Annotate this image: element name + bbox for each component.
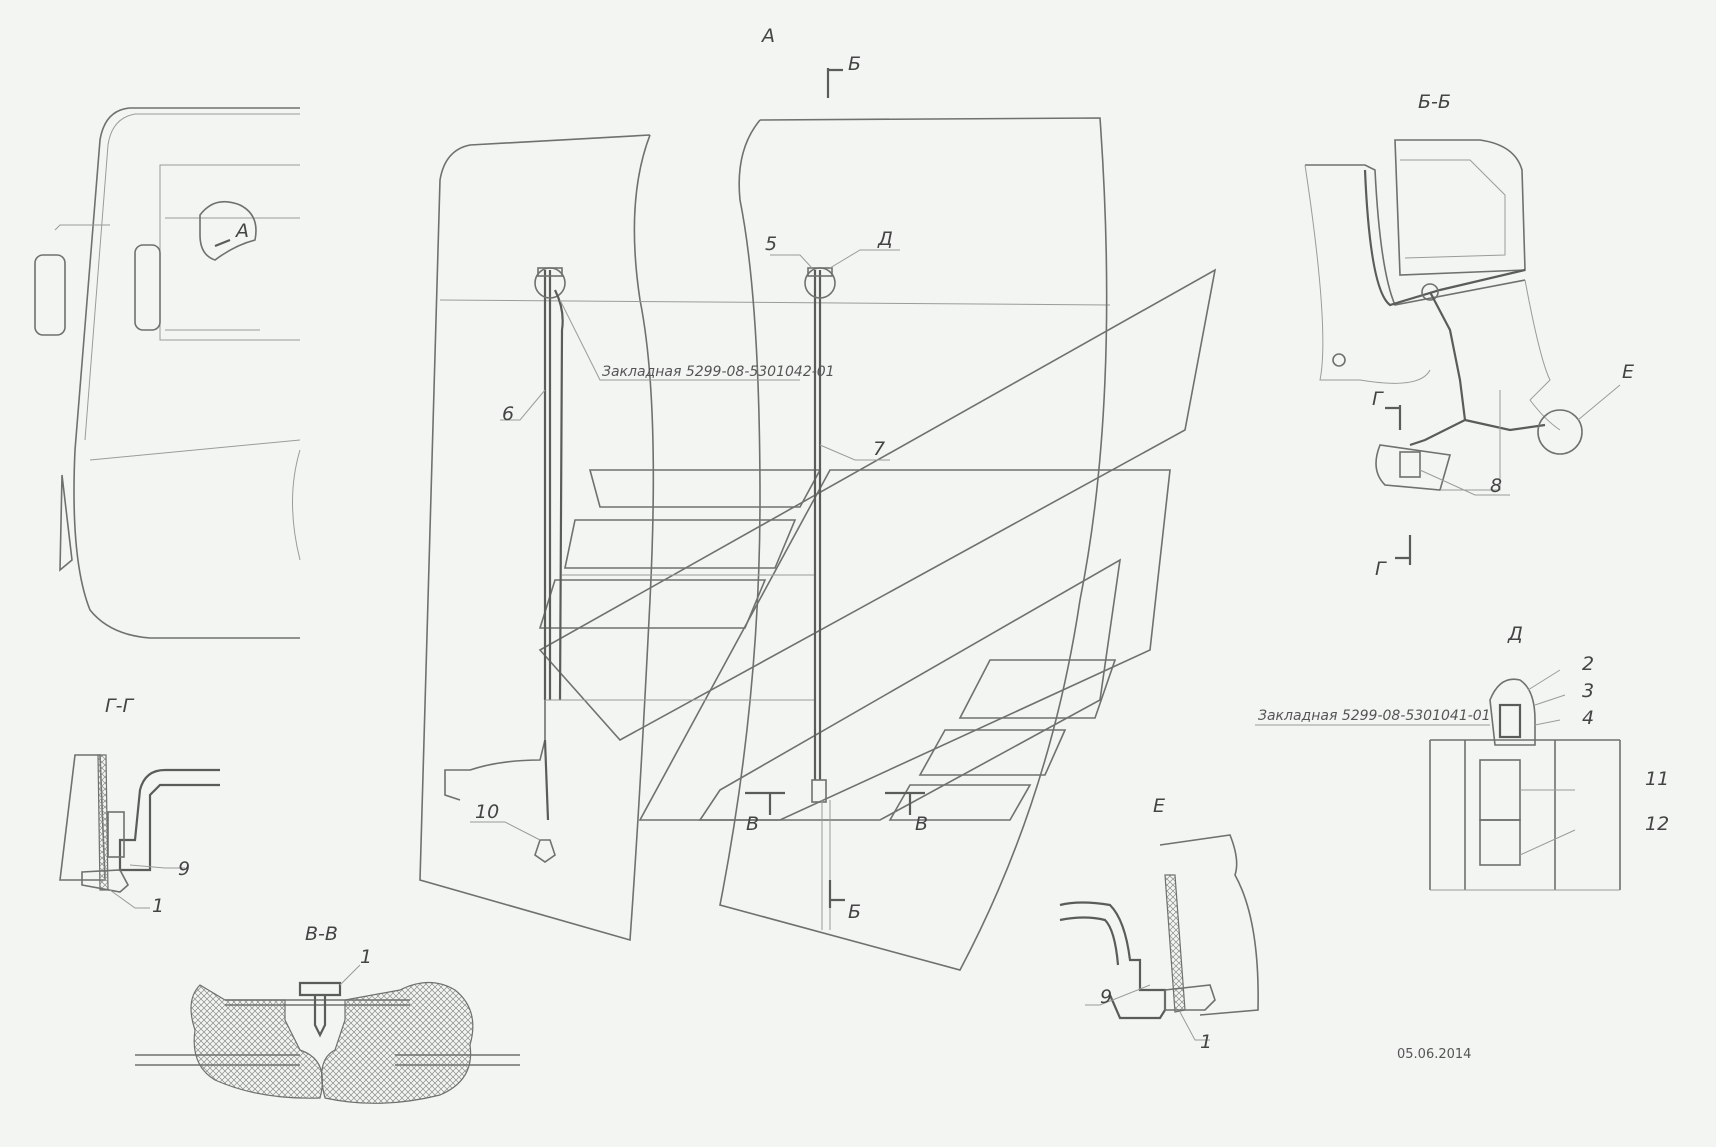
position-5: 5 (765, 233, 777, 255)
harness-7 (813, 270, 822, 780)
cut-line-g-bottom (1395, 535, 1412, 565)
embedded-callout-42: Закладная 5299-08-5301042-01 (602, 364, 835, 380)
position-8: 8 (1490, 475, 1502, 497)
bracket-8-icon (1375, 444, 1452, 491)
main-view-a: А Б Б (419, 25, 1217, 971)
position-7: 7 (873, 438, 885, 460)
position-9-gg: 9 (178, 858, 190, 880)
detail-e-title: Е (1153, 795, 1165, 817)
detail-e-marker (1537, 409, 1583, 455)
section-bb: Б-Б 8 Е Г Г (1304, 91, 1634, 580)
position-10: 10 (475, 801, 499, 823)
cut-line-g-top (1385, 405, 1402, 430)
position-1-gg: 1 (152, 895, 164, 917)
detail-e: Е 9 1 (1059, 795, 1259, 1053)
door-handle-icon (134, 244, 161, 331)
connector-10-icon (534, 839, 556, 863)
section-gg-title: Г-Г (105, 695, 134, 717)
position-11: 11 (1645, 768, 1669, 790)
cut-line-v-right (885, 791, 925, 815)
section-mark-e: Е (1622, 361, 1634, 383)
main-view-title: А (760, 25, 775, 47)
position-4: 4 (1582, 707, 1594, 729)
section-vv-title: В-В (305, 923, 338, 945)
cut-mark-v-left: В (746, 813, 759, 835)
section-gg: Г-Г 9 1 (59, 695, 220, 917)
cut-mark-g-top: Г (1372, 388, 1384, 410)
position-1-e: 1 (1200, 1031, 1212, 1053)
cut-line-b-bottom (828, 880, 845, 908)
cut-mark-d: Д (877, 228, 893, 250)
date-stamp: 05.06.2014 (1397, 1047, 1471, 1062)
position-3: 3 (1582, 680, 1594, 702)
position-9-e: 9 (1100, 986, 1112, 1008)
side-mirror-icon (34, 254, 66, 336)
position-2: 2 (1582, 653, 1594, 675)
cut-mark-b-top: Б (848, 53, 861, 75)
cab-side-view: А (34, 107, 301, 639)
position-1-vv: 1 (360, 946, 372, 968)
cut-mark-g-bottom: Г (1375, 558, 1387, 580)
fastener-1-icon (298, 981, 342, 997)
harness-6 (543, 270, 552, 700)
cut-mark-v-right: В (915, 813, 928, 835)
cut-mark-b-bottom: Б (848, 901, 861, 923)
view-arrow-a-label: А (234, 220, 249, 242)
detail-d-title: Д (1507, 623, 1523, 645)
view-arrow-a-icon (214, 238, 231, 248)
cut-line-v-left (745, 791, 785, 815)
section-vv: В-В 1 (135, 923, 520, 1104)
position-6: 6 (502, 403, 514, 425)
cut-line-b-top (826, 68, 843, 98)
embedded-callout-41: Закладная 5299-08-5301041-01 (1258, 708, 1491, 724)
detail-d: Д Закладная 5299-08-5301041-01 2 3 4 11 … (1255, 623, 1669, 891)
position-12: 12 (1645, 813, 1669, 835)
section-bb-title: Б-Б (1418, 91, 1451, 113)
